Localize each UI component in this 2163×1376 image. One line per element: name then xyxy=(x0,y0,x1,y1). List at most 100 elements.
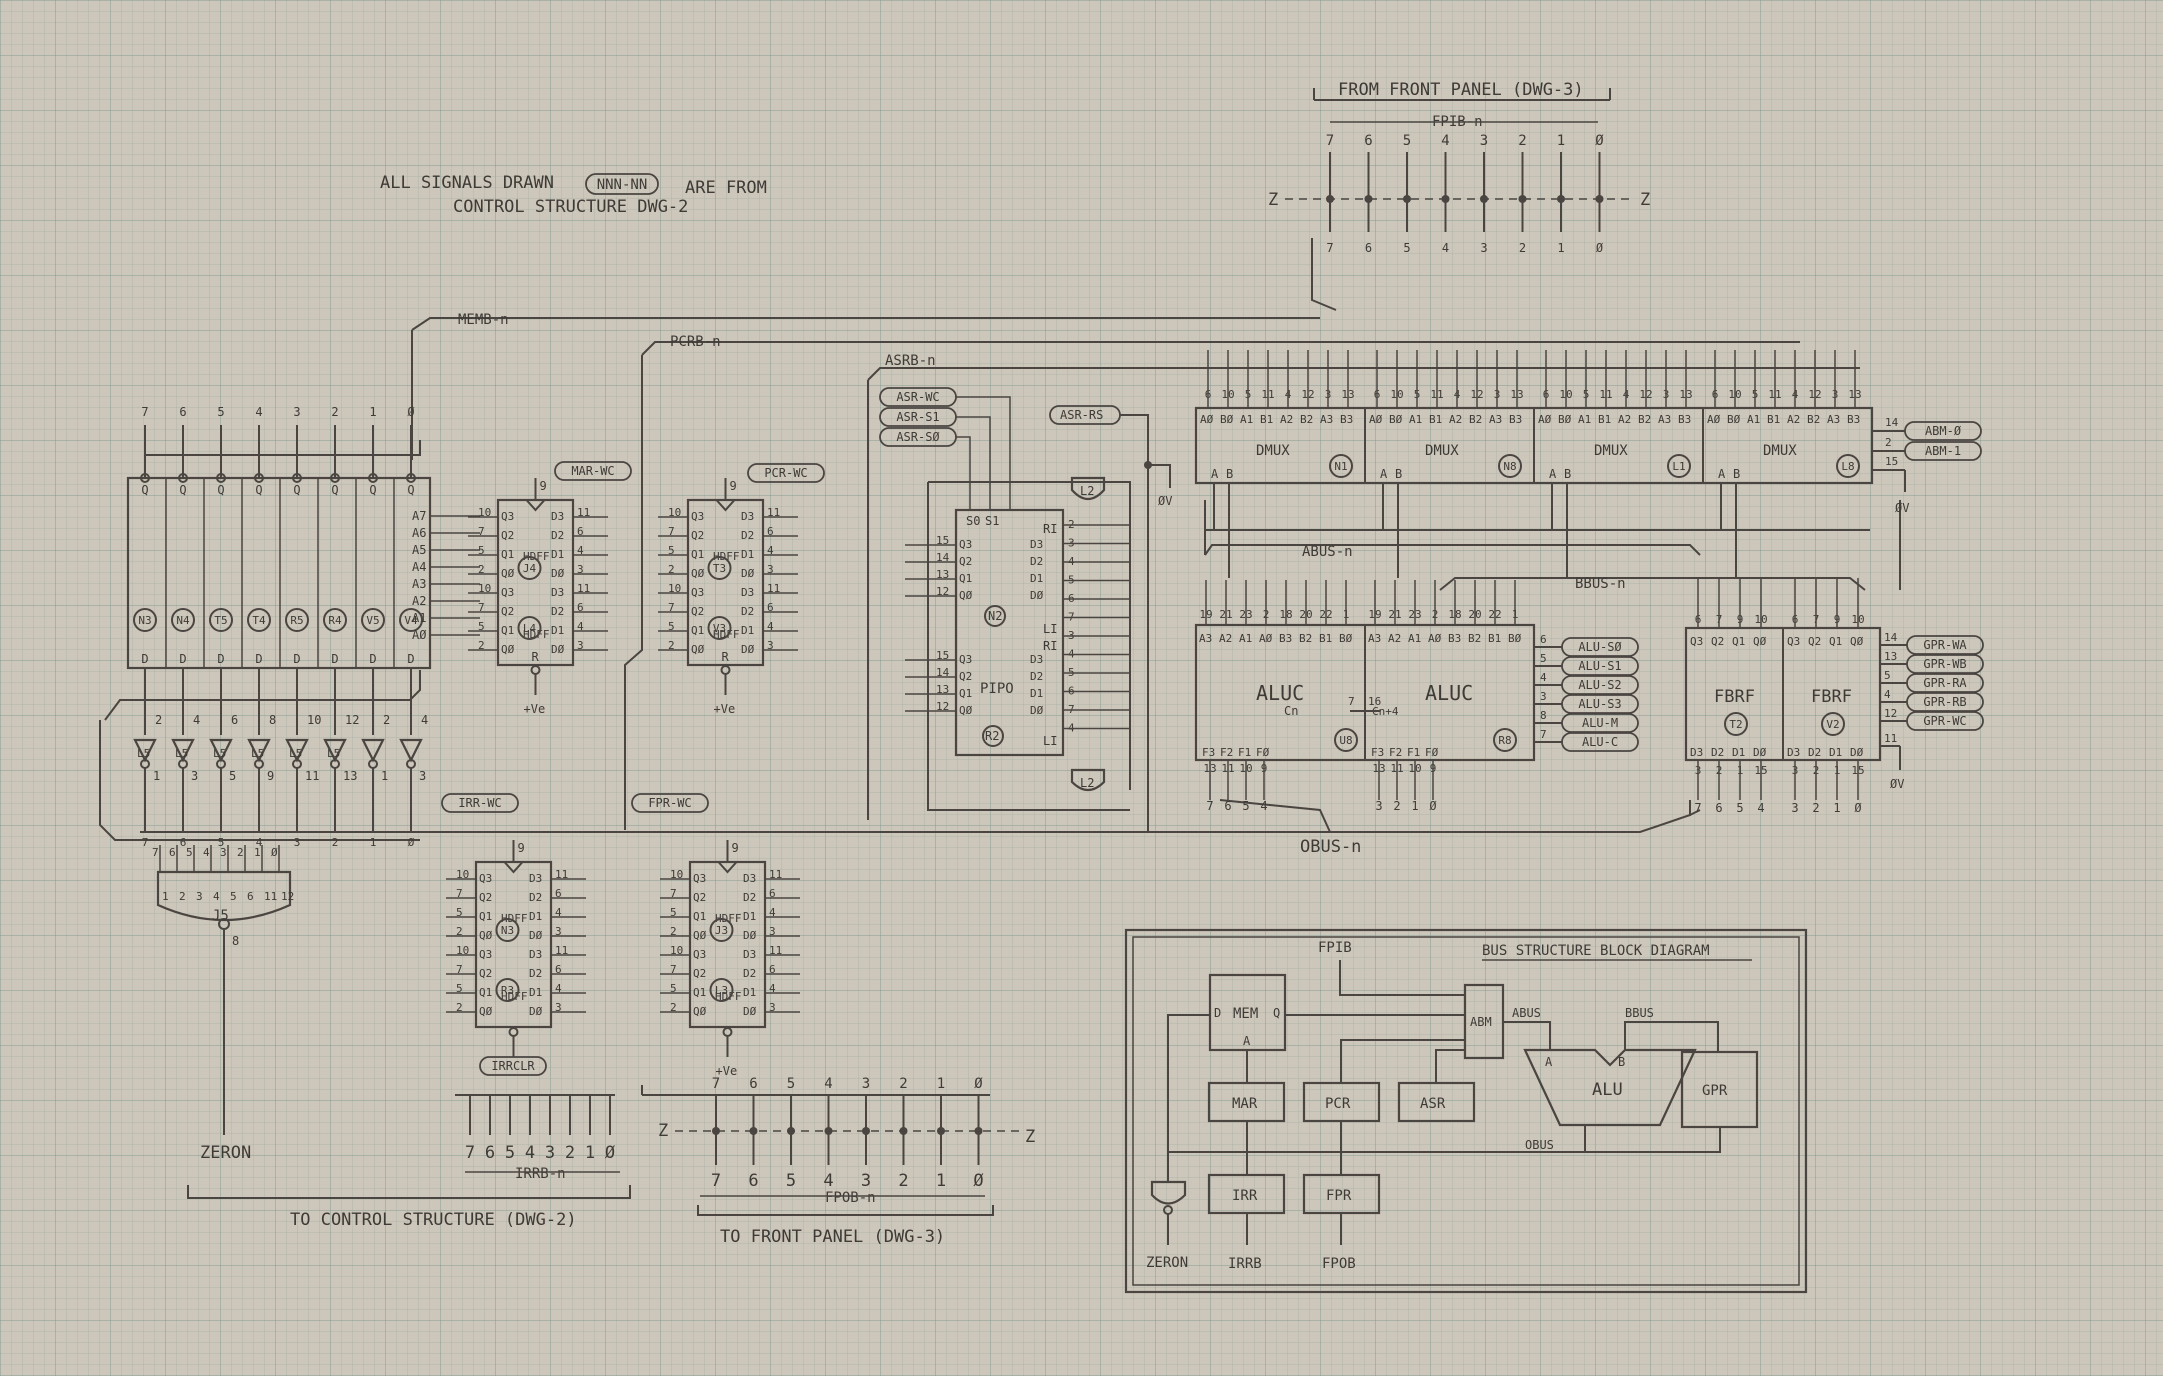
mem-id: N4 xyxy=(176,614,190,627)
fpob-bit-top: 4 xyxy=(824,1076,832,1092)
pcr-q-label: Q1 xyxy=(691,624,704,637)
block-obus-label: OBUS xyxy=(1525,1138,1554,1152)
mem-q-label: Q xyxy=(369,483,376,497)
fpr-out-pin: 6 xyxy=(769,963,776,976)
fpob-bit-node xyxy=(974,1127,983,1135)
dmux-pin-label: A2 xyxy=(1787,413,1800,426)
aluc-chip-label: ALUC xyxy=(1425,681,1473,705)
mem-id-circle xyxy=(399,608,423,632)
irr-in-pin: 2 xyxy=(456,1001,463,1014)
memory-block: 7QN3D6QN4D5QT5D4QT4D3QR5D2QR4D1QV5DØQV4D… xyxy=(126,405,480,700)
fbrf-bit: 6 xyxy=(1715,801,1722,815)
aluc-ctl-pin: 3 xyxy=(1540,690,1547,703)
fpib-bus-wire xyxy=(1311,238,1337,311)
fpr-q-label: Q3 xyxy=(693,948,706,961)
mar-d-label: D2 xyxy=(551,605,564,618)
block-out-wires xyxy=(1246,1213,1342,1245)
pcr-q-label: Q3 xyxy=(691,510,704,523)
mem-id-circle xyxy=(247,608,271,632)
inverter-gate xyxy=(247,738,271,763)
pcr-out-pin: 6 xyxy=(767,601,774,614)
aluc-out-label: F3 xyxy=(1202,746,1215,759)
inverter-gate xyxy=(361,738,385,763)
aluc-ctl-pin: 5 xyxy=(1540,652,1547,665)
fbrf-top-label: Q1 xyxy=(1829,635,1842,648)
fpib-bit-node xyxy=(1518,195,1527,203)
pipo-d-bottom: D1 xyxy=(1030,687,1043,700)
mar-out-pin: 3 xyxy=(577,563,584,576)
dmux-id-circle xyxy=(1836,454,1860,478)
fbrf-zero-pin: 11 xyxy=(1884,732,1897,745)
dmux-id-circle xyxy=(1498,454,1522,478)
note-line-2: CONTROL STRUCTURE DWG-2 xyxy=(453,197,688,217)
pcr-chip-bottom: HDFF xyxy=(713,628,740,641)
mem-d-label: D xyxy=(141,652,148,666)
mar-d-label: D2 xyxy=(551,529,564,542)
mar-clock-pin: 9 xyxy=(540,479,547,493)
mar-q-label: Q1 xyxy=(501,548,514,561)
dmux-id: L1 xyxy=(1672,460,1685,473)
fpib-bit-bottom: 4 xyxy=(1442,241,1449,255)
j5-gate-bubble xyxy=(218,918,230,930)
fbrf-zero-label: ØV xyxy=(1890,777,1904,791)
pipo-li-bot: LI xyxy=(1043,734,1057,748)
dmux-pin-label: A3 xyxy=(1658,413,1671,426)
dmux-b-label: B xyxy=(1226,467,1233,481)
j5-pin-number: 12 xyxy=(281,890,294,903)
irrb-bit: 1 xyxy=(585,1143,595,1163)
mar-d-label: DØ xyxy=(551,643,565,656)
mar-d-label: D1 xyxy=(551,624,564,637)
fpr-in-pin: 7 xyxy=(670,887,677,900)
j5-bit-label: 1 xyxy=(254,846,261,859)
memory-top-bus xyxy=(144,430,421,456)
pipo-q-bottom: Q3 xyxy=(959,653,972,666)
aluc-out-bit: 7 xyxy=(1206,799,1213,813)
pipo-q-bottom: Q2 xyxy=(959,670,972,683)
irr-d-label: D3 xyxy=(529,948,542,961)
fpob-bit-node xyxy=(749,1127,758,1135)
fpib-bit-node xyxy=(1480,195,1488,203)
block-fpib-wire xyxy=(1339,960,1465,996)
mar-in-pin: 7 xyxy=(478,525,485,538)
pcr-out-pin: 3 xyxy=(767,563,774,576)
dmux-pin-label: BØ xyxy=(1727,413,1741,426)
mem-bit-number: 3 xyxy=(293,405,300,419)
fbrf-bot-label: D3 xyxy=(1787,746,1800,759)
gate-id: L5 xyxy=(251,747,264,760)
aluc-top-label: B3 xyxy=(1448,632,1461,645)
mem-q-label: Q xyxy=(141,483,148,497)
j5-pin-number: 1 xyxy=(162,890,169,903)
block-frame-inner xyxy=(1132,936,1800,1286)
dmux-pin-label: BØ xyxy=(1389,413,1403,426)
mem-addr-label: A2 xyxy=(412,594,426,608)
front-panel-input: FROM FRONT PANEL (DWG-3) FPIB-n Z Z 7766… xyxy=(1268,80,1650,311)
irrb-bit: 6 xyxy=(485,1143,495,1163)
block-mem-d: D xyxy=(1214,1006,1221,1020)
fpib-bit-top: 5 xyxy=(1403,133,1411,149)
pcr-in-pin: 2 xyxy=(668,639,675,652)
fpr-q-label: Q2 xyxy=(693,891,706,904)
fbrf-ctl-label: GPR-RB xyxy=(1923,695,1966,709)
fpr-in-pin: 2 xyxy=(670,925,677,938)
block-mar-label: MAR xyxy=(1232,1096,1258,1112)
pcr-out-pin: 4 xyxy=(767,544,774,557)
mem-id-circle xyxy=(209,608,233,632)
irr-in-pin: 5 xyxy=(456,906,463,919)
mem-d-label: D xyxy=(369,652,376,666)
block-zeron-gate xyxy=(1150,1180,1187,1205)
irr-id1: N3 xyxy=(501,924,514,937)
pcr-id2-circle xyxy=(707,616,732,640)
pipo-q-top: Q2 xyxy=(959,555,972,568)
fpob-bit-bottom: 7 xyxy=(711,1171,721,1191)
dmux-pin-label: A1 xyxy=(1409,413,1422,426)
irr-d-label: D1 xyxy=(529,910,542,923)
aluc-top-label: B1 xyxy=(1488,632,1501,645)
fpr-d-label: D2 xyxy=(743,967,756,980)
irr-clr-pill xyxy=(479,1056,547,1076)
j5-pin-number: 5 xyxy=(230,890,237,903)
gate-pin: 8 xyxy=(269,713,276,727)
pipo-ctl-wire xyxy=(956,416,991,510)
pcr-wc-pill xyxy=(747,463,825,483)
